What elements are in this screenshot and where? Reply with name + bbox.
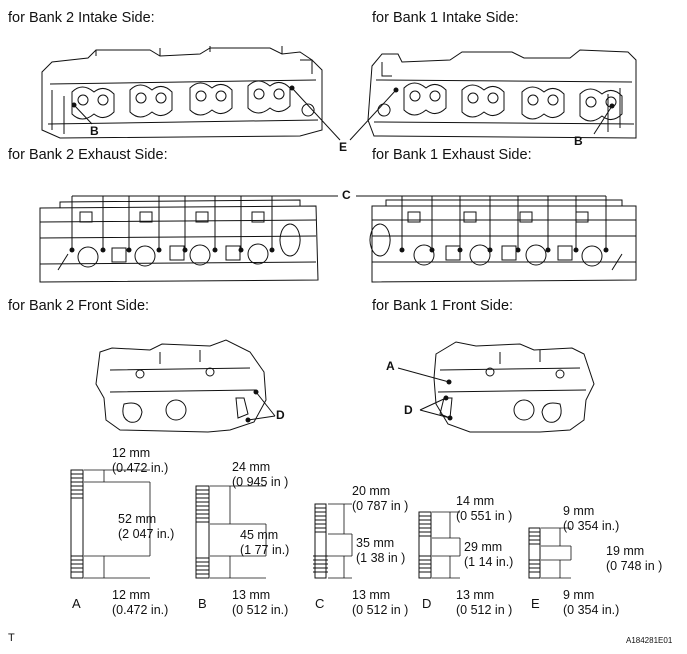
callout-b-left: B: [90, 124, 99, 138]
leader-c-lines: [71, 195, 607, 250]
bolt-d-bottom-dimension: 13 mm(0 512 in ): [456, 588, 513, 617]
bolt-e-bottom-dimension: 9 mm(0 354 in.): [563, 588, 620, 617]
callout-c: C: [342, 188, 351, 202]
bolt-c-label: C: [315, 596, 325, 611]
bolt-b-middle-dimension: 45 mm(1 77 in.): [240, 528, 290, 557]
bank2-exhaust-cylinder-head: [39, 199, 319, 283]
stud-bolt-b: [195, 485, 267, 579]
bolt-e-top-dimension: 9 mm(0 354 in.): [563, 504, 620, 533]
bolt-e-middle-dimension: 19 mm(0 748 in ): [606, 544, 663, 573]
callout-d-left: D: [276, 408, 285, 422]
leader-d-left-lower: [247, 415, 276, 421]
bank2-front-cylinder-head: [95, 339, 267, 433]
heading-bank2-intake: for Bank 2 Intake Side:: [8, 10, 155, 26]
leader-b-left: [73, 104, 93, 125]
bolt-b-top-dimension: 24 mm(0 945 in ): [232, 460, 289, 489]
leader-e-right: [349, 89, 397, 141]
bolt-d-top-dimension: 14 mm(0 551 in ): [456, 494, 513, 523]
callout-b-right: B: [574, 134, 583, 148]
callout-e: E: [339, 140, 348, 154]
stud-bolt-a: [70, 469, 151, 579]
heading-bank2-exhaust: for Bank 2 Exhaust Side:: [8, 147, 168, 163]
bolt-c-top-dimension: 20 mm(0 787 in ): [352, 484, 409, 513]
bolt-b-label: B: [198, 596, 207, 611]
bolt-a-label: A: [72, 596, 81, 611]
bank1-front-cylinder-head: [433, 341, 595, 433]
bolt-a-bottom-dimension: 12 mm(0.472 in.): [112, 588, 169, 617]
bolt-d-middle-dimension: 29 mm(1 14 in.): [464, 540, 514, 569]
heading-bank2-front: for Bank 2 Front Side:: [8, 298, 150, 314]
bolt-c-middle-dimension: 35 mm(1 38 in ): [356, 536, 406, 565]
bank2-intake-cylinder-head: [41, 46, 323, 139]
stud-bolt-c: [313, 503, 353, 579]
heading-bank1-front: for Bank 1 Front Side:: [372, 298, 514, 314]
bolt-a-top-dimension: 12 mm(0.472 in.): [112, 446, 169, 475]
bolt-c-bottom-dimension: 13 mm(0 512 in ): [352, 588, 409, 617]
bolt-e-label: E: [531, 596, 540, 611]
bolt-b-bottom-dimension: 13 mm(0 512 in.): [232, 588, 289, 617]
leader-a-front: [397, 367, 450, 383]
bank1-intake-cylinder-head: [367, 49, 637, 139]
leader-b-right: [593, 105, 613, 135]
callout-d-right: D: [404, 403, 413, 417]
leader-e-left: [291, 87, 341, 141]
figure-id: A184281E01: [626, 636, 673, 645]
leader-d-left-upper: [255, 391, 276, 417]
leader-d-right-upper: [419, 397, 447, 411]
heading-bank1-intake: for Bank 1 Intake Side:: [372, 10, 519, 26]
bank1-exhaust-stud-positions: [399, 247, 609, 253]
bank1-exhaust-cylinder-head: [369, 199, 637, 283]
footer-mark: T: [8, 632, 15, 644]
bolt-d-label: D: [422, 596, 432, 611]
stud-bolt-e: [528, 527, 572, 579]
bank2-exhaust-stud-positions: [69, 247, 275, 253]
stud-bolt-d: [418, 511, 461, 579]
bolt-a-middle-dimension: 52 mm(2 047 in.): [118, 512, 175, 541]
leader-d-right-lower: [419, 409, 451, 419]
heading-bank1-exhaust: for Bank 1 Exhaust Side:: [372, 147, 532, 163]
callout-a-front: A: [386, 359, 395, 373]
